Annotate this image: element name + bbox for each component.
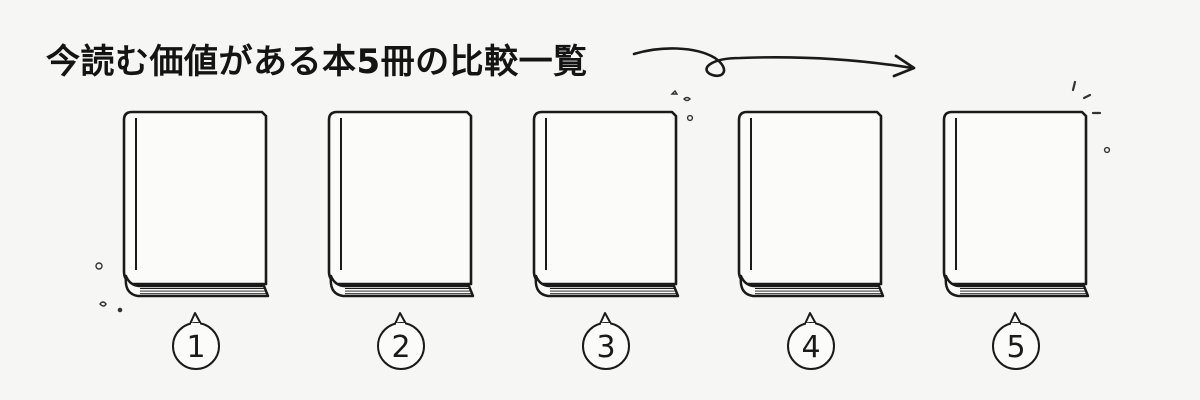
number-badge-5: 5 [992,312,1040,370]
book-number-2: 2 [391,330,410,365]
book-number-4: 4 [801,330,820,365]
number-badge-4: 4 [787,312,835,370]
book-1 [122,110,270,298]
number-badge-2: 2 [377,312,425,370]
book-4 [737,110,885,298]
doodle-marks [95,80,1111,313]
book-number-3: 3 [596,330,615,365]
number-badge-1: 1 [172,312,220,370]
page-title: 今読む価値がある本5冊の比較一覧 [46,42,588,82]
number-badge-3: 3 [582,312,630,370]
book-3 [532,110,680,298]
book-number-5: 5 [1006,330,1025,365]
book-number-1: 1 [186,330,205,365]
book-2 [327,110,475,298]
curly-arrow-right-icon [632,47,916,78]
book-5 [942,110,1090,298]
